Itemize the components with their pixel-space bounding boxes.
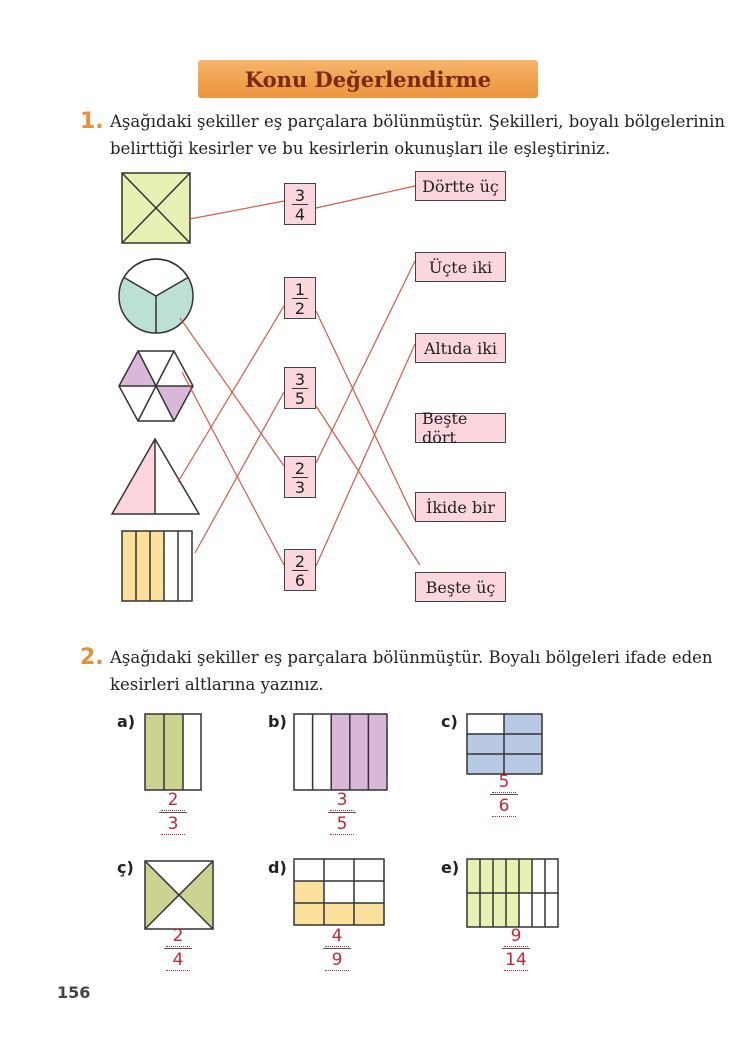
answer-bar (502, 948, 530, 949)
fraction-denominator: 4 (294, 205, 306, 224)
fraction-bar (292, 570, 308, 571)
question-1-line-1: Aşağıdaki şekiller eş parçalara bölünmüş… (110, 112, 726, 131)
part-label-e: e) (441, 858, 460, 877)
shape-circle-thirds (118, 258, 194, 334)
answer-dots (492, 816, 516, 817)
fraction-numerator: 2 (294, 459, 306, 478)
part-label-d: d) (268, 858, 287, 877)
shape-square-quarters (121, 172, 191, 244)
part-label-a: a) (117, 712, 136, 731)
fraction-numerator: 1 (294, 280, 306, 299)
answer-dots (504, 946, 528, 947)
answer-numerator: 5 (498, 772, 510, 792)
answer-numerator: 4 (331, 926, 343, 946)
answer-a: 2 3 (153, 790, 193, 835)
question-1-line-2: belirttiği kesirler ve bu kesirlerin oku… (110, 139, 611, 158)
fraction-denominator: 6 (294, 571, 306, 590)
page-number: 156 (57, 983, 91, 1002)
shape-hexagon-sixths (118, 350, 194, 422)
question-1-number: 1. (80, 109, 104, 134)
answer-bar (164, 948, 192, 949)
answer-dots (166, 970, 190, 971)
fraction-box-4: 2 3 (284, 456, 316, 498)
answer-dots (330, 810, 354, 811)
answer-denominator: 9 (331, 950, 343, 970)
answer-dots (504, 970, 528, 971)
fraction-numerator: 3 (294, 370, 306, 389)
word-box-4: Beşte dört (415, 409, 506, 447)
answer-numerator: 2 (167, 790, 179, 810)
fraction-box-3: 3 5 (284, 367, 316, 409)
word-box-3: Altıda iki (415, 333, 506, 363)
figure-e-fourteenths (466, 858, 559, 928)
fraction-box-2: 1 2 (284, 277, 316, 319)
word-box-1: Dörtte üç (415, 171, 506, 201)
answer-bar (328, 812, 356, 813)
answer-denominator: 5 (336, 814, 348, 834)
answer-d: 4 9 (317, 926, 357, 971)
part-label-c: c) (441, 712, 458, 731)
fraction-bar (292, 388, 308, 389)
answer-c: 5 6 (484, 772, 524, 817)
answer-bar (159, 812, 187, 813)
answer-b: 3 5 (322, 790, 362, 835)
answer-dots (330, 834, 354, 835)
question-2-text: Aşağıdaki şekiller eş parçalara bölünmüş… (110, 644, 713, 698)
part-label-c-cedilla: ç) (117, 858, 134, 877)
fraction-bar (292, 298, 308, 299)
answer-bar (490, 794, 518, 795)
answer-denominator: 14 (505, 950, 527, 970)
answer-numerator: 3 (336, 790, 348, 810)
fraction-denominator: 2 (294, 299, 306, 318)
answer-numerator: 9 (510, 926, 522, 946)
figure-d-ninths (293, 858, 385, 926)
word-box-6: Beşte üç (415, 572, 506, 602)
answer-dots (161, 810, 185, 811)
shape-rectangle-fifths (121, 530, 193, 602)
figure-c-sixths (466, 713, 543, 775)
fraction-bar (292, 477, 308, 478)
answer-dots (325, 946, 349, 947)
question-2-number: 2. (80, 645, 104, 670)
figure-c-cedilla-quarters (144, 860, 214, 930)
fraction-bar (292, 204, 308, 205)
shape-triangle-halves (110, 437, 201, 515)
word-box-5: İkide bir (415, 492, 506, 522)
fraction-numerator: 2 (294, 552, 306, 571)
fraction-denominator: 3 (294, 478, 306, 497)
answer-e: 9 14 (496, 926, 536, 971)
answer-denominator: 6 (498, 796, 510, 816)
answer-denominator: 4 (172, 950, 184, 970)
answer-bar (323, 948, 351, 949)
section-title: Konu Değerlendirme (244, 66, 492, 92)
question-1-text: Aşağıdaki şekiller eş parçalara bölünmüş… (110, 108, 725, 162)
fraction-numerator: 3 (294, 186, 306, 205)
answer-dots (161, 834, 185, 835)
fraction-denominator: 5 (294, 389, 306, 408)
word-box-2: Üçte iki (415, 252, 506, 282)
question-2-line-1: Aşağıdaki şekiller eş parçalara bölünmüş… (110, 648, 713, 667)
answer-c-cedilla: 2 4 (158, 926, 198, 971)
fraction-box-5: 2 6 (284, 549, 316, 591)
answer-dots (325, 970, 349, 971)
question-2-line-2: kesirleri altlarına yazınız. (110, 675, 324, 694)
figure-a-thirds (144, 713, 202, 791)
part-label-b: b) (268, 712, 287, 731)
section-title-banner: Konu Değerlendirme (198, 60, 538, 98)
answer-numerator: 2 (172, 926, 184, 946)
answer-dots (166, 946, 190, 947)
answer-denominator: 3 (167, 814, 179, 834)
matching-lines (177, 185, 421, 567)
answer-dots (492, 792, 516, 793)
figure-b-fifths (293, 713, 388, 791)
fraction-box-1: 3 4 (284, 183, 316, 225)
